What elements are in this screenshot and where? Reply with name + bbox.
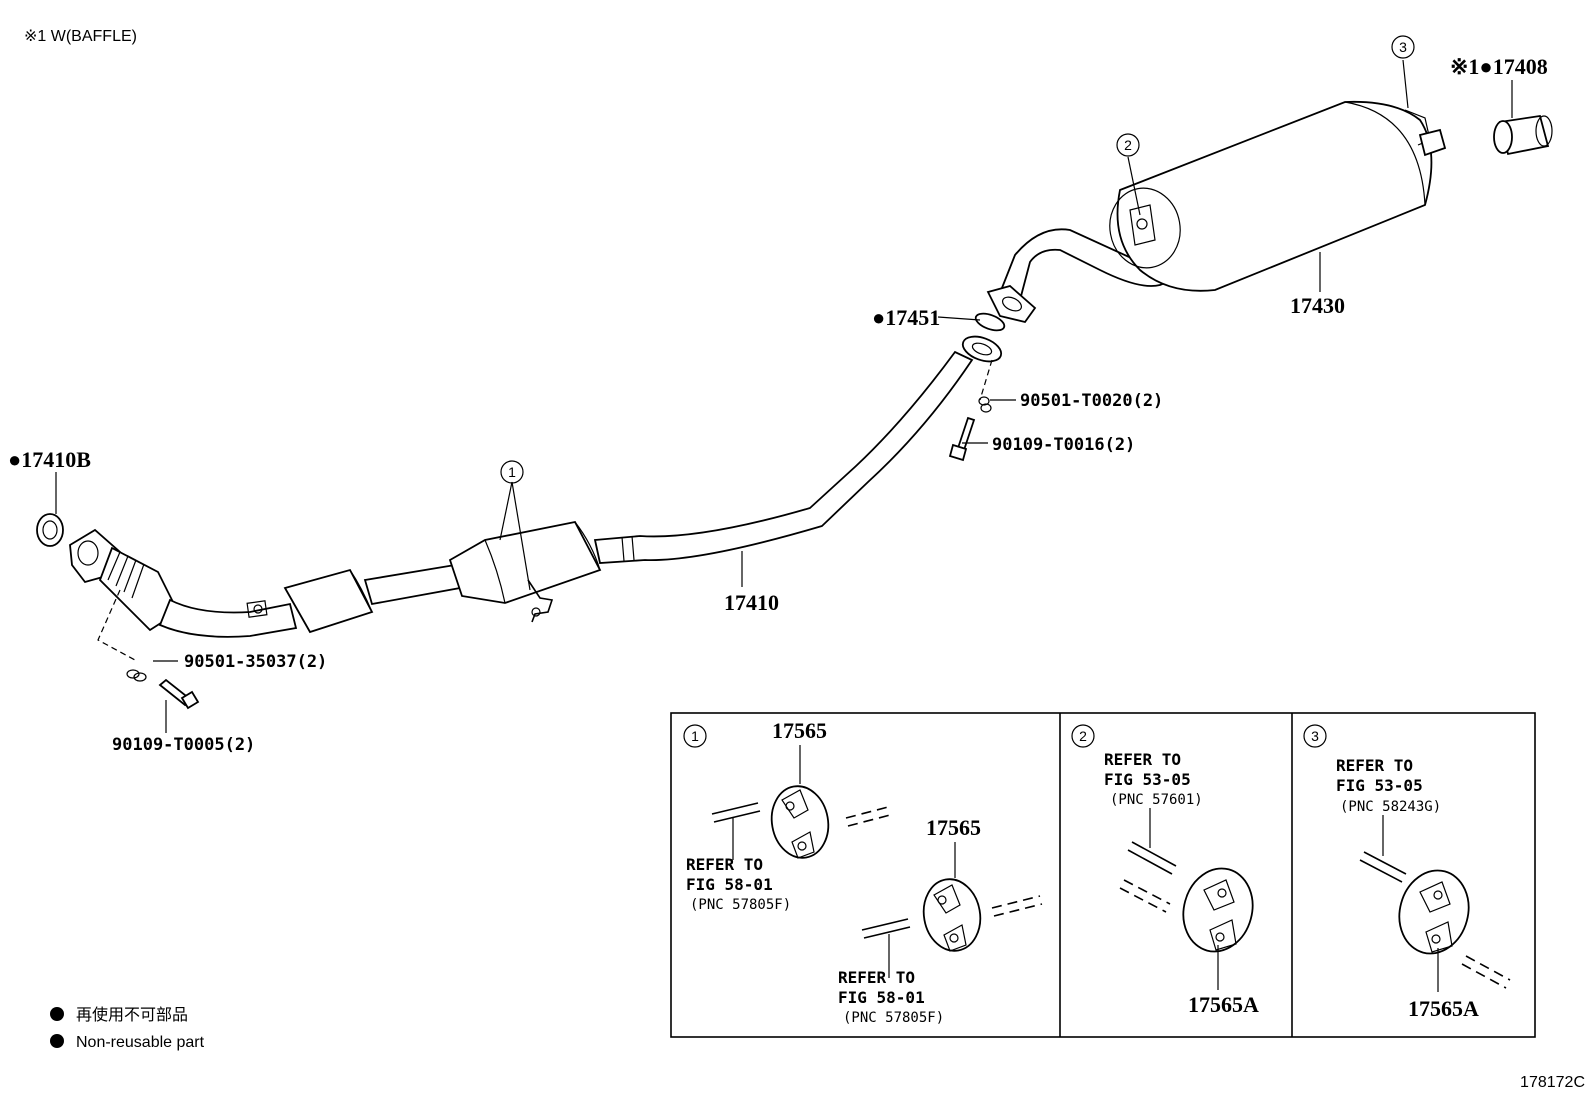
callout-3: 3: [1391, 35, 1415, 59]
svg-text:17565A: 17565A: [1408, 996, 1479, 1021]
label-90109-T0005: 90109-T0005(2): [112, 735, 255, 755]
label-17410B: ●17410B: [8, 447, 91, 472]
callout-2: 2: [1116, 133, 1140, 157]
svg-text:REFER TO: REFER TO: [838, 968, 915, 987]
svg-text:(PNC 57805F): (PNC 57805F): [843, 1010, 944, 1026]
baffle-17408: [1493, 114, 1553, 156]
svg-text:(PNC 57805F): (PNC 57805F): [690, 897, 791, 913]
label-17451: ●17451: [872, 305, 940, 330]
front-bolts: [97, 589, 200, 710]
svg-text:REFER TO: REFER TO: [1336, 756, 1413, 775]
label-90501-35037: 90501-35037(2): [184, 652, 327, 672]
label-17410: 17410: [724, 590, 779, 615]
svg-text:REFER TO: REFER TO: [1104, 750, 1181, 769]
gasket-17451: [974, 312, 1006, 332]
legend-jp: 再使用不可部品: [76, 1006, 188, 1024]
svg-text:REFER TO: REFER TO: [686, 855, 763, 874]
label-17408: ※1●17408: [1450, 54, 1548, 79]
header-note: ※1 W(BAFFLE): [24, 28, 137, 45]
svg-text:(PNC 57601): (PNC 57601): [1110, 792, 1203, 808]
svg-text:FIG 53-05: FIG 53-05: [1104, 770, 1191, 789]
label-90109-T0016: 90109-T0016(2): [992, 435, 1135, 455]
svg-text:17565: 17565: [926, 815, 981, 840]
rear-bolts: [948, 359, 993, 462]
legend: 再使用不可部品 Non-reusable part: [50, 1006, 205, 1051]
svg-text:(PNC 58243G): (PNC 58243G): [1340, 799, 1441, 815]
svg-text:3: 3: [1311, 728, 1319, 744]
svg-text:FIG 58-01: FIG 58-01: [686, 875, 773, 894]
svg-text:FIG 58-01: FIG 58-01: [838, 988, 925, 1007]
svg-text:2: 2: [1079, 728, 1087, 744]
svg-text:3: 3: [1399, 39, 1407, 55]
detail-box-1: 1 17565 REFER TO FIG 58-01 (PNC 57805F) …: [683, 718, 1043, 1026]
leader-lines: [55, 59, 1513, 733]
figure-id: 178172C: [1520, 1074, 1585, 1091]
detail-box-2: 2 REFER TO FIG 53-05 (PNC 57601) 17565A: [1071, 724, 1259, 1017]
svg-text:17565: 17565: [772, 718, 827, 743]
svg-text:2: 2: [1124, 137, 1132, 153]
label-90501-T0020: 90501-T0020(2): [1020, 391, 1163, 411]
legend-en: Non-reusable part: [76, 1034, 205, 1051]
muffler-17430: [986, 100, 1447, 324]
exhaust-pipe-17410: [36, 335, 1003, 638]
svg-text:17565A: 17565A: [1188, 992, 1259, 1017]
detail-boxes: [670, 712, 1536, 1038]
callout-1: 1: [500, 460, 524, 484]
svg-text:1: 1: [508, 464, 516, 480]
svg-text:FIG 53-05: FIG 53-05: [1336, 776, 1423, 795]
label-17430: 17430: [1290, 293, 1345, 318]
detail-box-3: 3 REFER TO FIG 53-05 (PNC 58243G) 17565A: [1303, 724, 1511, 1021]
svg-text:1: 1: [691, 728, 699, 744]
